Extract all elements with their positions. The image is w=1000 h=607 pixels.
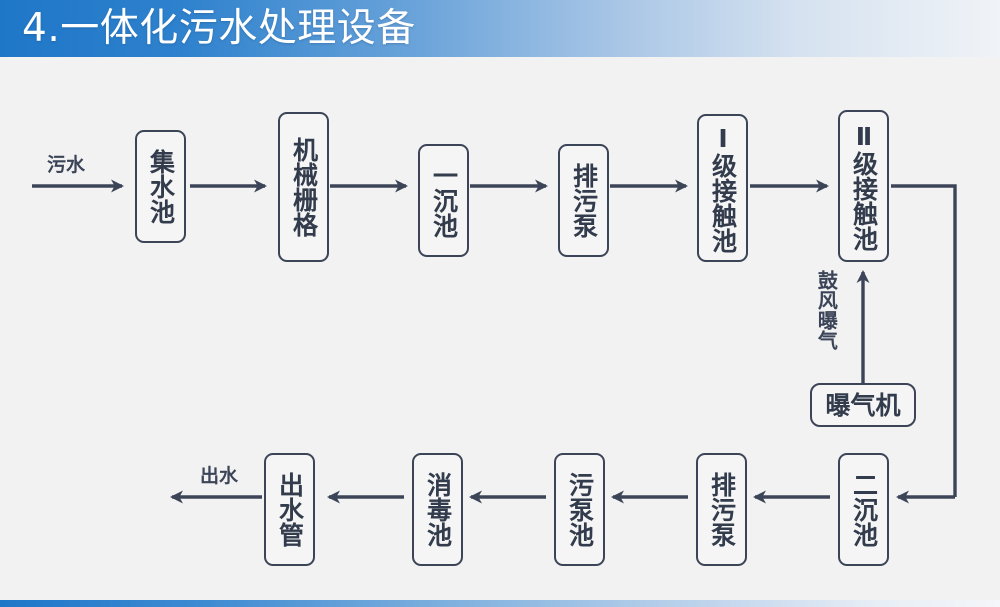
node-contact-tank-2[interactable]: Ⅱ级接触池 <box>838 110 889 262</box>
connector-layer <box>32 179 957 504</box>
node-disinfection-tank[interactable]: 消毒池 <box>412 453 463 566</box>
node-label: 消毒池 <box>423 472 453 547</box>
node-sewage-pump-top[interactable]: 排污泵 <box>558 144 609 257</box>
footer-accent-bar <box>0 600 1000 607</box>
node-label: 机械栅格 <box>289 137 319 237</box>
node-outlet-pipe[interactable]: 出水管 <box>264 453 315 566</box>
header-banner: 4.一体化污水处理设备 <box>0 0 1000 57</box>
node-label: 出水管 <box>275 472 305 547</box>
node-label: 曝气机 <box>825 390 901 420</box>
node-sludge-pump-tank[interactable]: 污泵池 <box>554 453 605 566</box>
node-collection-tank[interactable]: 集水池 <box>135 130 186 243</box>
outlet-label: 出水 <box>200 465 239 487</box>
process-flow-diagram: 污水 出水 鼓风曝气 集水池 机械栅格 一沉池 排污泵 Ⅰ级接触池 Ⅱ级接触池 … <box>0 57 1000 600</box>
node-primary-settling-tank[interactable]: 一沉池 <box>418 144 469 257</box>
node-contact-tank-1[interactable]: Ⅰ级接触池 <box>697 114 748 262</box>
node-label: 污泵池 <box>565 472 595 547</box>
node-label: Ⅱ级接触池 <box>849 121 879 251</box>
node-label: 一沉池 <box>429 163 459 238</box>
aeration-branch-label: 鼓风曝气 <box>814 270 839 350</box>
node-label: Ⅰ级接触池 <box>708 123 738 253</box>
node-mechanical-grille[interactable]: 机械栅格 <box>278 112 329 262</box>
page-title: 4.一体化污水处理设备 <box>22 6 416 51</box>
node-secondary-settling-tank[interactable]: 二沉池 <box>838 453 889 566</box>
edge-n6-n8-elbow <box>891 184 957 497</box>
inlet-label: 污水 <box>47 154 86 176</box>
node-label: 排污泵 <box>707 472 737 547</box>
node-label: 排污泵 <box>569 163 599 238</box>
node-sewage-pump-bottom[interactable]: 排污泵 <box>696 453 747 566</box>
node-label: 二沉池 <box>849 472 879 547</box>
node-aerator[interactable]: 曝气机 <box>810 383 916 427</box>
node-label: 集水池 <box>146 149 176 224</box>
